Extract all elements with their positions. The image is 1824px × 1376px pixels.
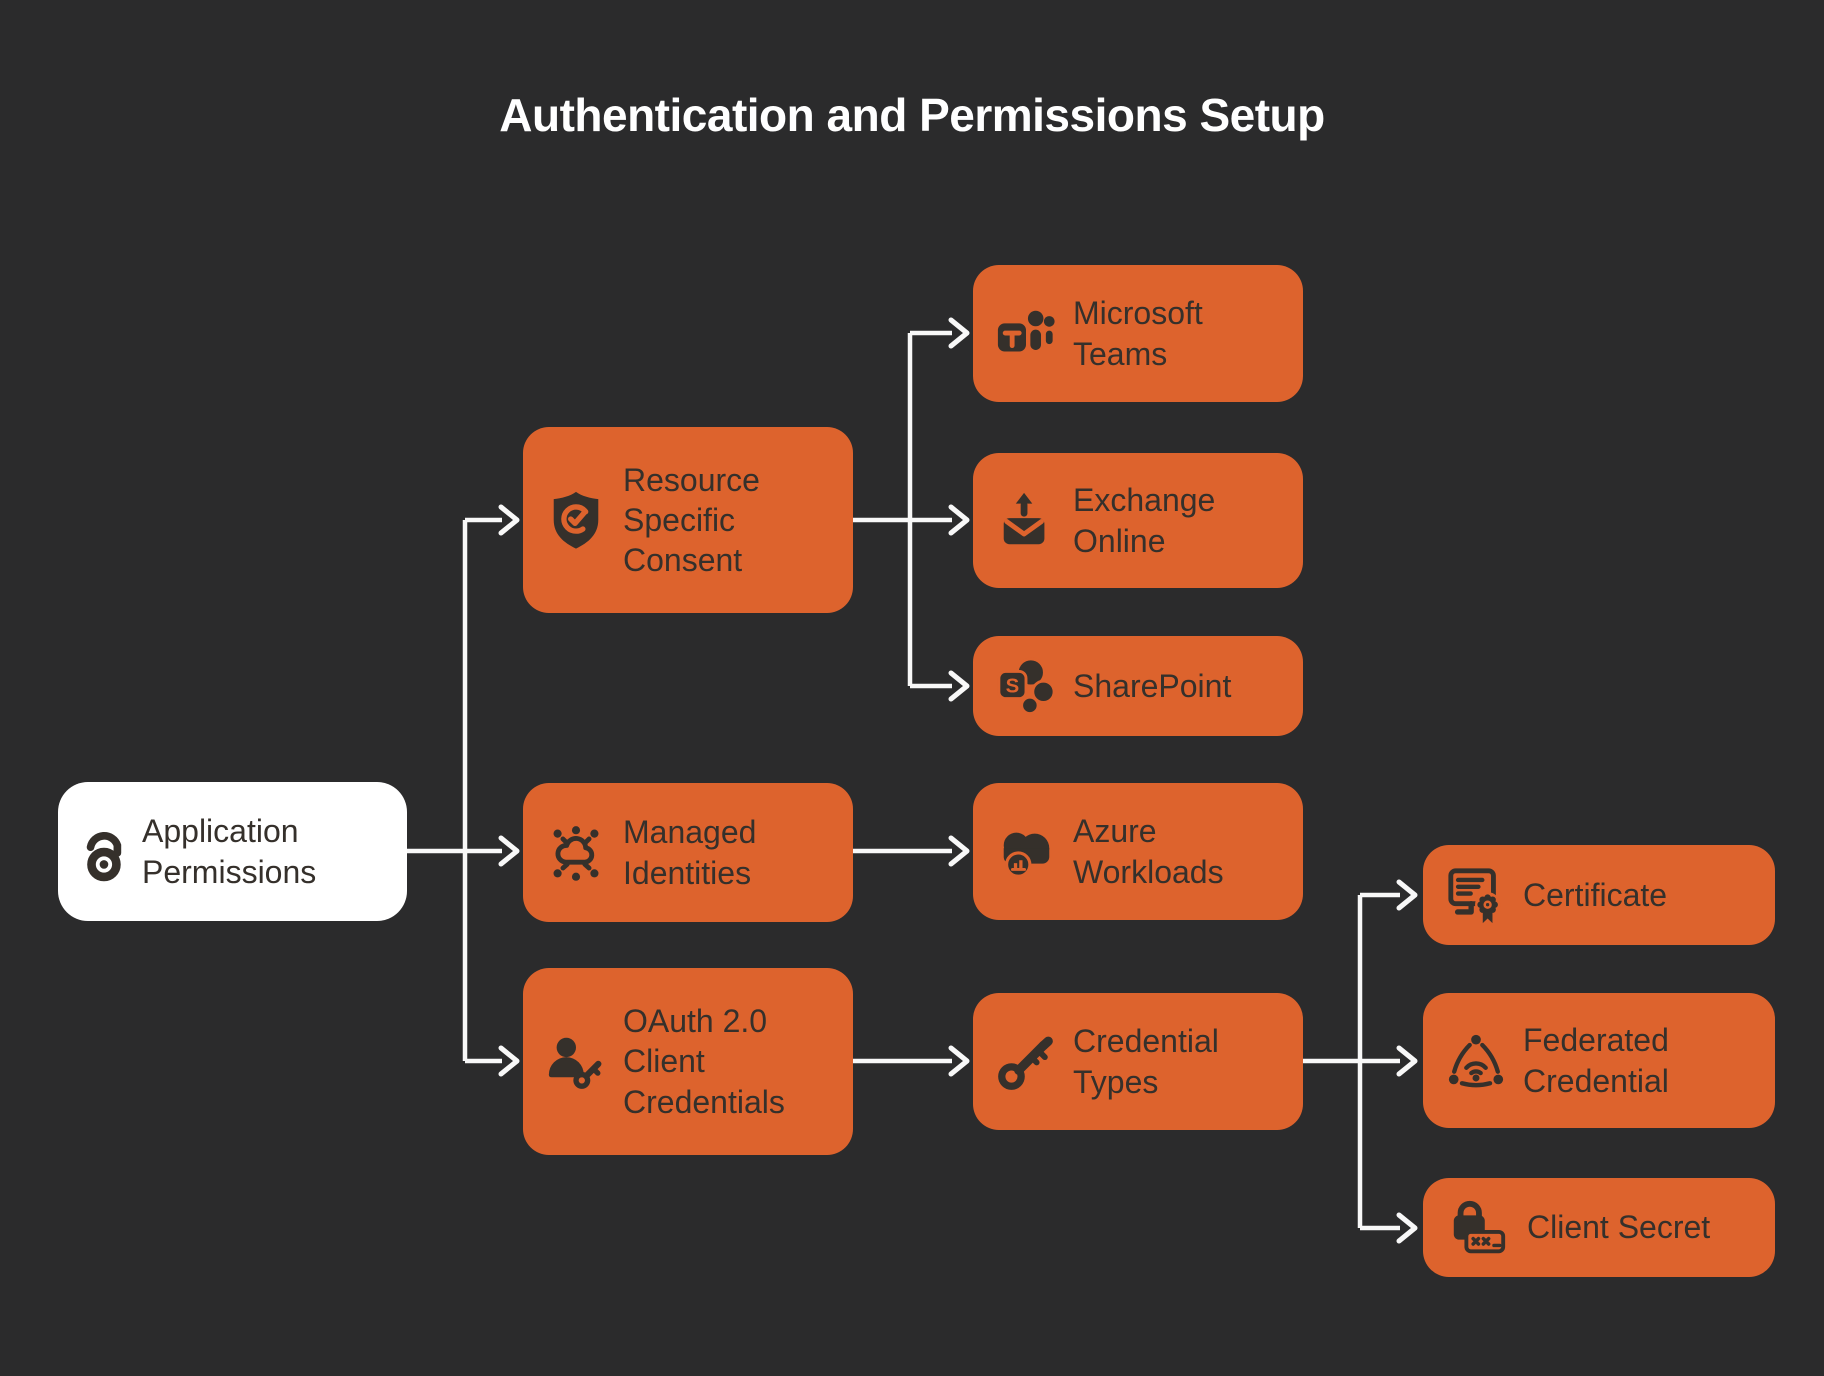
- node-label: Exchange Online: [1073, 482, 1216, 559]
- node-microsoft-teams: Microsoft Teams: [973, 265, 1303, 402]
- teams-icon: [995, 303, 1057, 365]
- node-label: OAuth 2.0 Client Credentials: [623, 1003, 785, 1120]
- node-label: Client Secret: [1527, 1209, 1711, 1246]
- node-federated-credential: Federated Credential: [1423, 993, 1775, 1128]
- node-label: Azure Workloads: [1073, 813, 1224, 890]
- node-resource-specific-consent: Resource Specific Consent: [523, 427, 853, 613]
- node-label: Microsoft Teams: [1073, 295, 1203, 372]
- lock-password-icon: [1445, 1197, 1511, 1259]
- mail-upload-icon: [995, 490, 1057, 552]
- node-credential-types: Credential Types: [973, 993, 1303, 1130]
- node-label: Credential Types: [1073, 1023, 1219, 1100]
- node-exchange-online: Exchange Online: [973, 453, 1303, 588]
- node-label: Resource Specific Consent: [623, 461, 760, 579]
- key-icon: [995, 1031, 1057, 1093]
- svg-text:S: S: [1006, 675, 1020, 697]
- node-managed-identities: Managed Identities: [523, 783, 853, 922]
- node-oauth-client-credentials: OAuth 2.0 Client Credentials: [523, 968, 853, 1155]
- node-application-permissions: Application Permissions: [58, 782, 407, 921]
- shield-check-icon: [545, 489, 607, 551]
- node-azure-workloads: Azure Workloads: [973, 783, 1303, 920]
- node-label: SharePoint: [1073, 667, 1232, 704]
- page-title: Authentication and Permissions Setup: [499, 89, 1325, 141]
- node-certificate: Certificate: [1423, 845, 1775, 945]
- node-label: Federated Credential: [1523, 1022, 1669, 1099]
- node-label: Certificate: [1523, 876, 1668, 913]
- person-key-icon: [545, 1031, 607, 1093]
- node-label: Managed Identities: [623, 814, 757, 891]
- node-label: Application Permissions: [142, 813, 317, 890]
- node-client-secret: Client Secret: [1423, 1178, 1775, 1277]
- node-sharepoint: S SharePoint: [973, 636, 1303, 736]
- certificate-icon: [1445, 864, 1507, 926]
- cloud-network-icon: [545, 822, 607, 884]
- cloud-chart-icon: [995, 821, 1057, 883]
- unlock-icon: [80, 819, 126, 885]
- federated-network-icon: [1445, 1030, 1507, 1092]
- sharepoint-icon: S: [995, 655, 1057, 717]
